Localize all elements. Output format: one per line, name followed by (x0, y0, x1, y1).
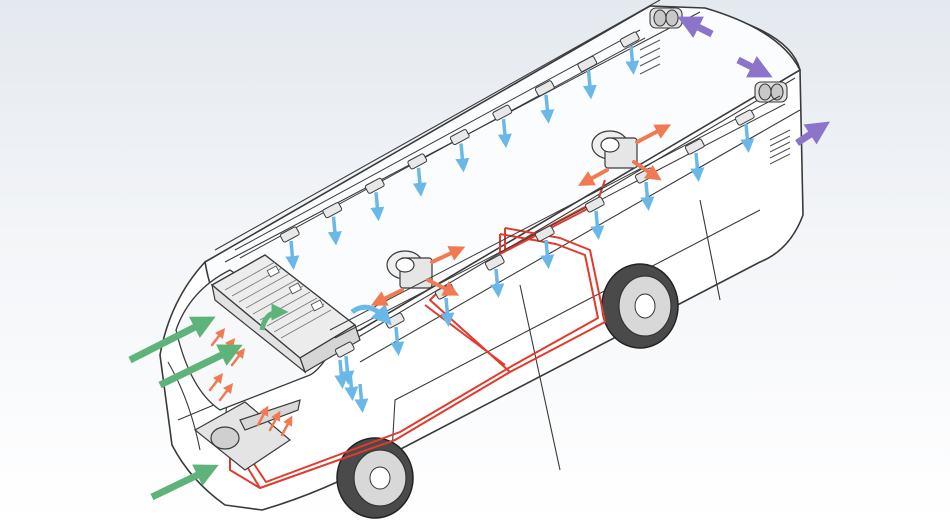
exhaust-air-arrow (736, 56, 773, 78)
cool-air-arrow (327, 216, 342, 246)
warm-air-arrow (632, 160, 662, 181)
warm-air-arrow (208, 373, 224, 392)
fresh-air-arrow (128, 316, 216, 364)
warm-air-arrow (426, 278, 460, 296)
ceiling-vent (734, 109, 755, 126)
fresh-air-arrow (158, 344, 243, 389)
dashboard-heater (193, 399, 301, 471)
exhaust-air-arrows (677, 16, 830, 146)
warm-air-arrow (268, 410, 281, 432)
ceiling-vent (684, 138, 705, 155)
cool-air-arrow (590, 210, 605, 240)
cool-air-arrow (370, 192, 385, 222)
exhaust-air-arrow (795, 121, 830, 146)
cool-air-arrow (490, 268, 505, 298)
cool-air-arrow (340, 355, 355, 385)
cool-air-arrow (334, 359, 349, 389)
cool-air-arrow (412, 167, 427, 197)
warm-air-arrow (577, 168, 609, 186)
cool-air-arrow (497, 118, 512, 149)
cool-air-arrow (350, 303, 392, 326)
ceiling-vent (584, 196, 605, 213)
fresh-air-arrow (150, 464, 219, 501)
ceiling-vent (577, 55, 598, 72)
warm-air-arrow (430, 246, 466, 264)
cool-air-arrow (740, 123, 755, 153)
warm-air-arrow (635, 124, 672, 144)
ceiling-vent (484, 254, 505, 271)
warm-air-arrow (256, 405, 269, 427)
roof-heater-front (386, 250, 433, 289)
ceiling-vent (364, 177, 385, 194)
ceiling-vent (534, 225, 555, 242)
roof-heater-rear (591, 130, 638, 169)
cool-air-arrow (440, 297, 455, 327)
ceiling-vent (334, 341, 355, 358)
roof-air-channels (234, 29, 786, 339)
cool-air-arrow (455, 143, 470, 173)
warm-air-arrow (370, 288, 404, 306)
fresh-air-arrow (259, 303, 289, 331)
warm-air-arrow (210, 328, 226, 347)
cool-air-arrow (285, 240, 300, 270)
cool-air-arrow (690, 152, 705, 182)
warm-air-arrow (218, 383, 234, 402)
fresh-air-arrows (128, 303, 289, 501)
cool-air-arrow (354, 383, 369, 413)
cool-air-arrow (390, 326, 405, 356)
ceiling-vent (279, 226, 300, 243)
exhaust-fan-rear (754, 81, 788, 103)
warm-air-arrow (280, 415, 293, 437)
ceiling-vent (534, 80, 555, 97)
cool-air-arrow (582, 70, 597, 100)
exhaust-air-arrow (677, 16, 714, 38)
exhaust-fan-top (649, 7, 683, 29)
ceiling-vent (407, 153, 428, 170)
cool-air-arrow (640, 181, 655, 211)
ceiling-vent (619, 31, 640, 48)
cool-air-arrow (344, 371, 359, 401)
ceiling-vent (492, 104, 513, 121)
bus-body (159, 5, 804, 511)
cool-air-arrow (540, 94, 555, 124)
rear-grille (639, 39, 791, 165)
ceiling-vent (322, 202, 343, 219)
ceiling-vent (449, 129, 470, 146)
cool-air-arrow (540, 239, 555, 269)
front-wheel (336, 437, 414, 519)
rear-wheel (601, 263, 679, 349)
cool-air-arrow (625, 45, 640, 75)
